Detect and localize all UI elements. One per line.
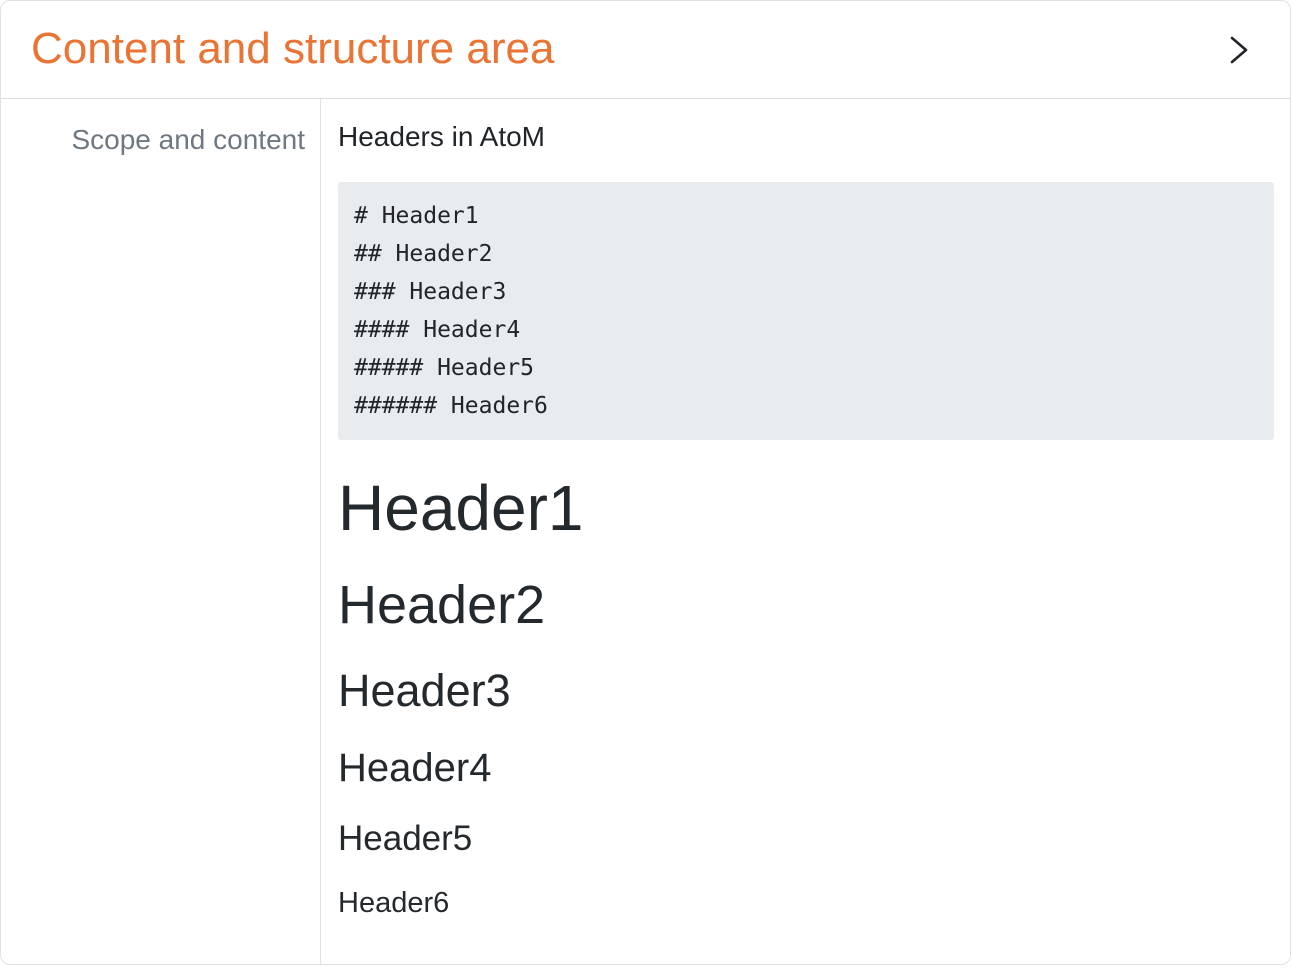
rendered-heading-h6: Header6	[338, 886, 450, 919]
field-intro-text: Headers in AtoM	[338, 121, 545, 152]
markdown-code-text: # Header1 ## Header2 ### Header3 #### He…	[354, 203, 548, 419]
rendered-heading-h1: Header1	[338, 472, 584, 544]
rendered-heading-h3: Header3	[338, 664, 511, 716]
section-header-toggle[interactable]: Content and structure area	[1, 1, 1290, 99]
rendered-heading-h4: Header4	[338, 745, 492, 790]
chevron-right-icon[interactable]	[1224, 33, 1254, 67]
rendered-heading-h5: Header5	[338, 818, 473, 858]
field-label: Scope and content	[71, 124, 305, 155]
field-label-column: Scope and content	[1, 99, 321, 964]
section-body: Scope and content Headers in AtoM # Head…	[1, 99, 1290, 964]
field-value-column: Headers in AtoM # Header1 ## Header2 ###…	[321, 99, 1290, 964]
markdown-code-block: # Header1 ## Header2 ### Header3 #### He…	[338, 182, 1274, 440]
rendered-heading-h2: Header2	[338, 574, 546, 635]
section-title: Content and structure area	[31, 24, 555, 74]
